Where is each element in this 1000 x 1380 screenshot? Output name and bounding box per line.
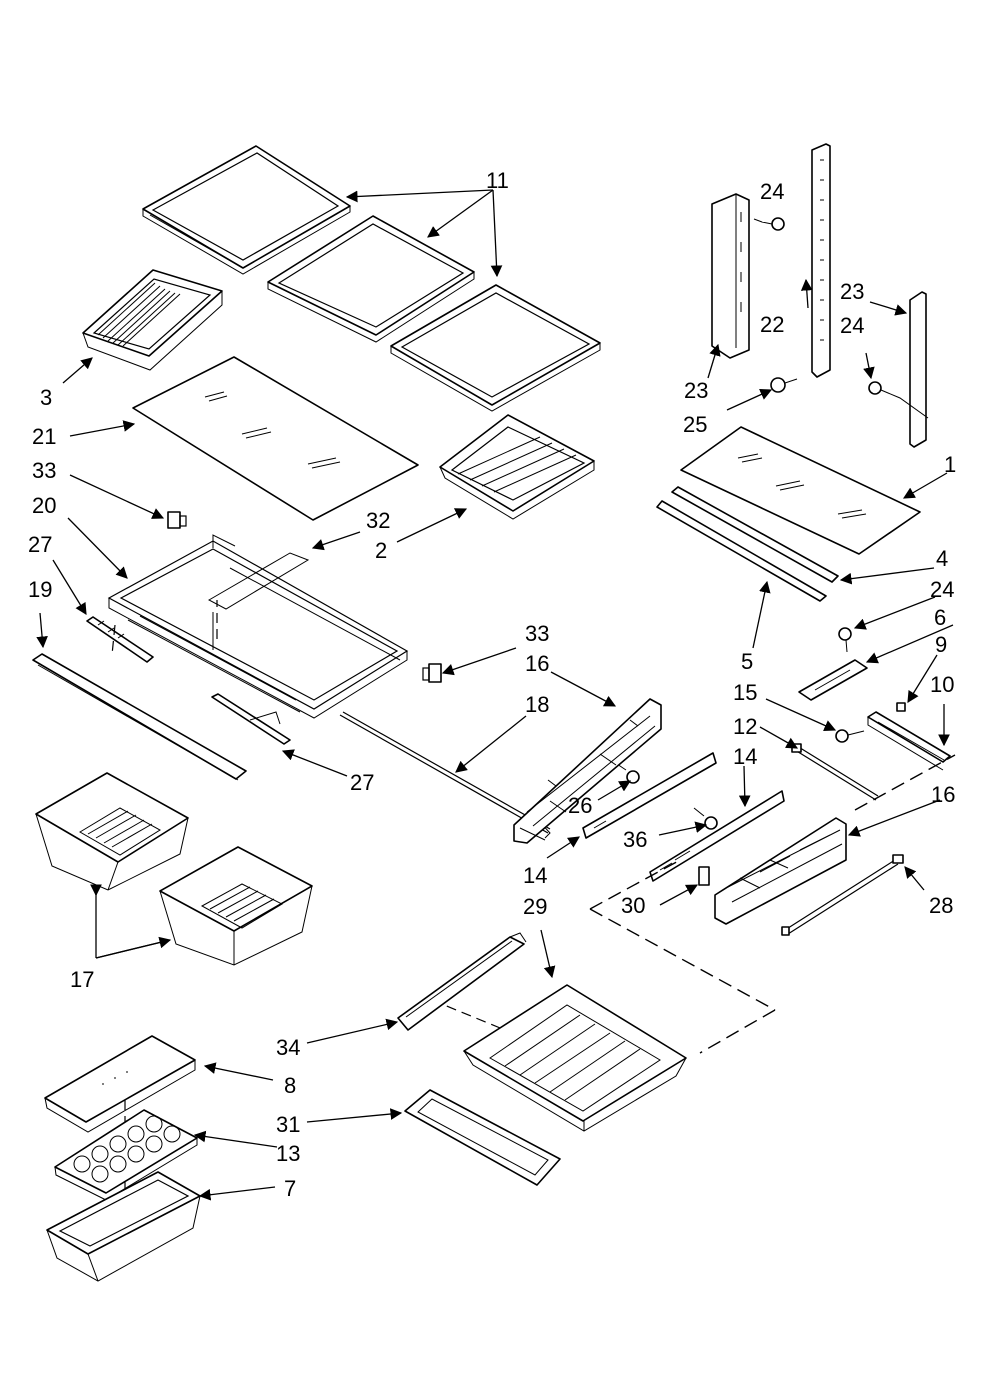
clip-30-part xyxy=(698,866,710,886)
callout-6: 6 xyxy=(934,605,946,630)
callout-labels: 11 24 22 23 24 23 25 3 21 33 20 32 2 27 … xyxy=(28,168,956,1201)
slide-assembly-upper-part xyxy=(513,698,662,844)
callout-16-lower: 16 xyxy=(931,782,955,807)
rail-14-lower-part xyxy=(649,790,785,882)
callout-8: 8 xyxy=(284,1073,296,1098)
crisper-drawer-right-part xyxy=(159,846,313,966)
rail-lower-part xyxy=(211,693,291,745)
shelf-frame-bottom-part xyxy=(390,284,601,412)
callout-17: 17 xyxy=(70,967,94,992)
door-bin-part xyxy=(439,414,595,520)
screw-25-part xyxy=(770,377,798,393)
callout-3: 3 xyxy=(40,385,52,410)
handle-34-part xyxy=(397,932,527,1031)
callout-16-upper: 16 xyxy=(525,651,549,676)
callout-11: 11 xyxy=(486,168,509,193)
callout-24-right: 24 xyxy=(840,313,864,338)
callout-27-upper: 27 xyxy=(28,532,52,557)
bracket-6-part xyxy=(798,659,868,701)
callout-24-upper: 24 xyxy=(760,179,784,204)
tab-9-part xyxy=(896,702,906,712)
assembly-dashed-lines xyxy=(111,600,956,1215)
wire-28-part xyxy=(781,854,904,936)
butter-bin-part xyxy=(46,1171,201,1282)
callout-28: 28 xyxy=(929,893,953,918)
small-tray-part xyxy=(82,269,223,371)
callout-1: 1 xyxy=(944,452,956,477)
handle-31-part xyxy=(404,1089,561,1186)
vertical-support-left-part xyxy=(711,193,750,359)
callout-12: 12 xyxy=(733,714,757,739)
slide-assembly-lower-part xyxy=(714,817,847,925)
callout-36: 36 xyxy=(623,827,647,852)
right-glass-shelf-part xyxy=(680,426,921,555)
shelf-frame-middle-part xyxy=(267,215,475,343)
callout-32: 32 xyxy=(366,508,390,533)
clip-upper-part xyxy=(167,511,187,529)
callout-24-lower: 24 xyxy=(930,577,954,602)
clip-lower-part xyxy=(422,663,442,683)
callout-23-right: 23 xyxy=(840,279,864,304)
callout-13: 13 xyxy=(276,1141,300,1166)
callout-5: 5 xyxy=(741,649,753,674)
vertical-support-right-part xyxy=(909,291,927,448)
vertical-support-center-part xyxy=(811,143,831,378)
leader-lines xyxy=(36,189,954,1201)
shelf-trim-front-part xyxy=(671,486,839,583)
callout-25: 25 xyxy=(683,412,707,437)
screw-15-part xyxy=(835,729,865,743)
screw-36-part xyxy=(693,807,718,830)
callout-14-lower: 14 xyxy=(523,863,547,888)
callout-33-lower: 33 xyxy=(525,621,549,646)
callout-7: 7 xyxy=(284,1176,296,1201)
slide-10-part xyxy=(867,711,951,771)
rail-14-upper-part xyxy=(582,752,717,839)
callout-14-upper: 14 xyxy=(733,744,757,769)
callout-23-left: 23 xyxy=(684,378,708,403)
callout-22: 22 xyxy=(760,312,784,337)
callout-33-upper: 33 xyxy=(32,458,56,483)
screw-24-lower-part xyxy=(838,627,852,653)
crisper-drawer-left-part xyxy=(35,772,189,891)
shelf-frame-top-part xyxy=(142,145,351,275)
callout-34: 34 xyxy=(276,1035,300,1060)
glass-shelf-part xyxy=(132,356,419,521)
drawer-frame-part xyxy=(107,534,409,719)
long-rail-part xyxy=(32,653,247,781)
rod-12-part xyxy=(791,743,879,801)
meat-tray-part xyxy=(463,984,687,1132)
callout-10: 10 xyxy=(930,672,954,697)
rail-upper-part xyxy=(86,616,154,663)
screw-24-right-part xyxy=(868,381,929,419)
callout-31: 31 xyxy=(276,1112,300,1137)
callout-18: 18 xyxy=(525,692,549,717)
callout-2: 2 xyxy=(375,538,387,563)
callout-26: 26 xyxy=(568,793,592,818)
butter-lid-part xyxy=(44,1035,196,1133)
screw-26-part xyxy=(613,761,640,784)
callout-30: 30 xyxy=(621,893,645,918)
callout-4: 4 xyxy=(936,546,948,571)
callout-29: 29 xyxy=(523,894,547,919)
callout-15: 15 xyxy=(733,680,757,705)
callout-20: 20 xyxy=(32,493,56,518)
callout-21: 21 xyxy=(32,424,56,449)
shelf-trim-rear-part xyxy=(656,500,827,602)
callout-19: 19 xyxy=(28,577,52,602)
screw-24-upper-part xyxy=(753,217,785,231)
callout-27-lower: 27 xyxy=(350,770,374,795)
callout-9: 9 xyxy=(935,632,947,657)
